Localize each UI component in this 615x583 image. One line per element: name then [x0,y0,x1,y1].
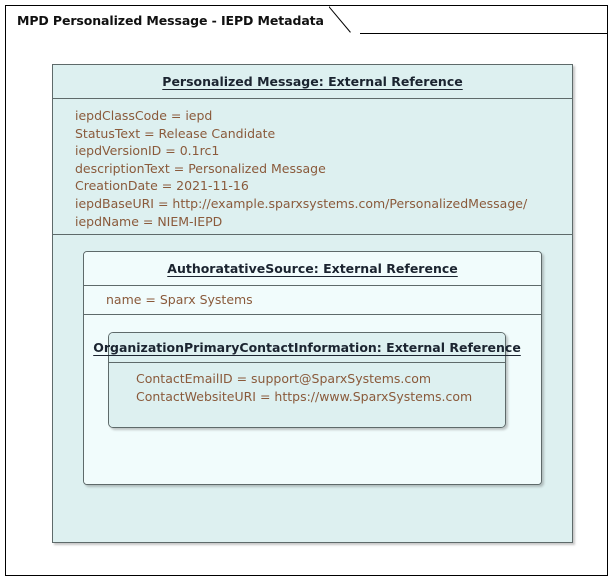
attribute-row: iepdClassCode = iepd [75,108,213,123]
attribute-row: StatusText = Release Candidate [75,125,276,141]
tab-slant-edge [329,6,353,34]
attribute-row: iepdVersionID = 0.1rc1 [75,143,220,159]
attribute-row: ContactEmailID = support@SparxSystems.co… [136,371,432,386]
object-box-personalized-message[interactable]: Personalized Message: External Reference… [52,64,573,543]
object-box-authoratative-source[interactable]: AuthoratativeSource: External Reference … [83,251,542,485]
object-title-authoratative-source: AuthoratativeSource: External Reference [167,261,458,276]
object-header-authoratative-source: AuthoratativeSource: External Reference [84,252,541,286]
object-title-personalized-message: Personalized Message: External Reference [162,74,463,89]
diagram-tab[interactable]: MPD Personalized Message - IEPD Metadata [6,6,352,34]
nested-container-level-2: OrganizationPrimaryContactInformation: E… [84,315,541,484]
attribute-compartment-org-primary-contact: ContactEmailID = support@SparxSystems.co… [109,363,505,427]
tab-baseline-rule [360,33,607,34]
attribute-compartment-authoratative-source: name = Sparx Systems [84,286,541,315]
object-title-org-primary-contact: OrganizationPrimaryContactInformation: E… [93,340,521,355]
attribute-row: ContactWebsiteURI = https://www.SparxSys… [136,388,473,404]
object-box-org-primary-contact[interactable]: OrganizationPrimaryContactInformation: E… [93,332,521,428]
attribute-row: iepdName = NIEM-IEPD [75,213,223,229]
diagram-frame: MPD Personalized Message - IEPD Metadata… [5,5,608,576]
object-header-personalized-message: Personalized Message: External Reference [53,65,572,99]
attribute-row: iepdBaseURI = http://example.sparxsystem… [75,195,528,211]
attribute-row: descriptionText = Personalized Message [75,160,326,176]
nested-container-level-1: AuthoratativeSource: External Reference … [53,235,572,542]
diagram-tab-inner: MPD Personalized Message - IEPD Metadata [6,6,352,34]
object-header-org-primary-contact: OrganizationPrimaryContactInformation: E… [93,333,521,363]
attribute-row: CreationDate = 2021-11-16 [75,178,249,194]
attribute-row: name = Sparx Systems [106,292,253,308]
attribute-compartment-personalized-message: iepdClassCode = iepd StatusText = Releas… [53,99,572,235]
diagram-tab-label: MPD Personalized Message - IEPD Metadata [17,12,324,28]
